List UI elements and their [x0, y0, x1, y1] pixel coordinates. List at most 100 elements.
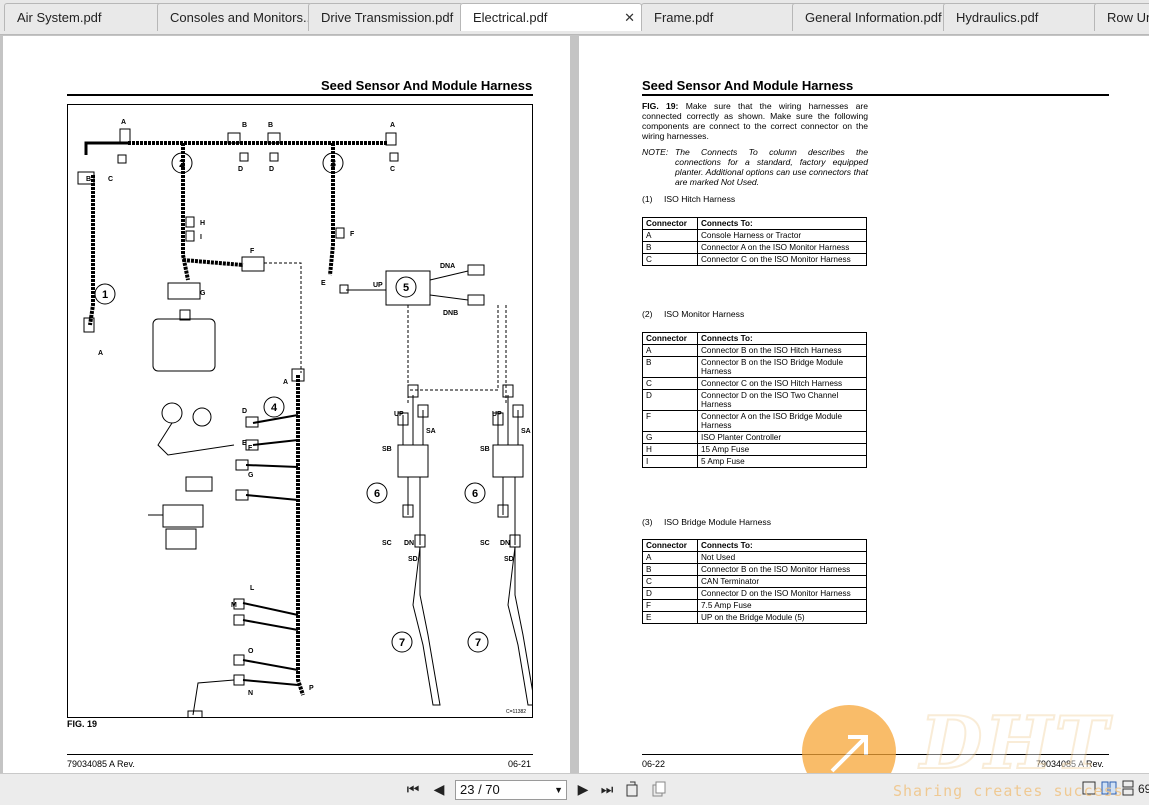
connector-letter: G: [248, 472, 254, 479]
document-viewer[interactable]: Seed Sensor And Module Harness: [0, 35, 1149, 773]
connects-to-cell: 7.5 Amp Fuse: [697, 599, 867, 612]
section-heading: (1)ISO Hitch Harness: [642, 194, 735, 204]
figure-label: FIG. 19: [67, 719, 98, 729]
connector-letter: B: [268, 122, 273, 129]
connector-letter: M: [231, 602, 237, 609]
figure-code: C=11382: [506, 709, 526, 715]
section-number: (3): [642, 517, 653, 527]
watermark-logo: DHT: [919, 699, 1111, 786]
callout-7: 7: [399, 637, 405, 649]
connector-letter: SA: [426, 428, 436, 435]
connects-to-cell: Console Harness or Tractor: [697, 229, 867, 242]
harness-illustration: 1 2 3 4 5 6 6 7 7 A B C A B D B: [77, 119, 532, 717]
callout-1: 1: [102, 289, 108, 301]
connects-to-cell: Connector C on the ISO Monitor Harness: [697, 253, 867, 266]
connector-letter: UP: [492, 411, 502, 418]
section-name: ISO Monitor Harness: [664, 309, 745, 319]
callout-2: 2: [179, 158, 185, 170]
pdf-page-right: Seed Sensor And Module Harness FIG. 19: …: [579, 36, 1149, 773]
connector-cell: C: [642, 575, 698, 588]
tab-label: Consoles and Monitors...: [170, 10, 312, 25]
page-number-value: 23 / 70: [460, 782, 500, 797]
tab-consoles-and-monitors[interactable]: Consoles and Monitors...: [157, 3, 312, 31]
connects-to-cell: 5 Amp Fuse: [697, 455, 867, 468]
callout-5: 5: [403, 282, 409, 294]
connector-letter: DNA: [440, 263, 455, 270]
connector-letter: F: [248, 445, 253, 452]
tab-electrical[interactable]: Electrical.pdf ✕: [460, 3, 642, 31]
connector-letter: E: [242, 440, 247, 447]
tab-frame[interactable]: Frame.pdf: [641, 3, 801, 31]
header-cell: Connects To:: [697, 539, 867, 552]
rotate-icon[interactable]: [624, 780, 642, 802]
connector-letter: SC: [382, 540, 392, 547]
continuous-view-icon[interactable]: [1119, 780, 1137, 800]
section-name: ISO Bridge Module Harness: [664, 517, 771, 527]
connector-cell: F: [642, 410, 698, 432]
tab-bar: Air System.pdf Consoles and Monitors... …: [0, 0, 1149, 35]
connects-to-cell: Connector A on the ISO Bridge Module Har…: [697, 410, 867, 432]
footer-page-number: 06-22: [642, 759, 666, 769]
first-page-icon[interactable]: ⏮: [406, 781, 420, 797]
tab-drive-transmission[interactable]: Drive Transmission.pdf: [308, 3, 463, 31]
next-page-icon[interactable]: ▶: [577, 781, 589, 797]
page-number-select[interactable]: 23 / 70 ▼: [455, 780, 567, 800]
section-number: (2): [642, 309, 653, 319]
pages-icon[interactable]: [650, 780, 668, 802]
tab-label: Hydraulics.pdf: [956, 10, 1039, 25]
pdf-page-left: Seed Sensor And Module Harness: [3, 36, 570, 773]
connector-letter: SA: [521, 428, 531, 435]
tab-label: Frame.pdf: [654, 10, 714, 25]
connector-letter: O: [248, 648, 254, 655]
tab-label: Drive Transmission.pdf: [321, 10, 454, 25]
connects-to-cell: CAN Terminator: [697, 575, 867, 588]
connects-to-cell: Connector B on the ISO Hitch Harness: [697, 344, 867, 357]
connects-to-cell: Connector B on the ISO Monitor Harness: [697, 563, 867, 576]
note-text: The Connects To column describes the con…: [675, 147, 868, 187]
zoom-level[interactable]: 69: [1138, 782, 1149, 796]
tab-row-units[interactable]: Row Un: [1094, 3, 1149, 31]
callout-7: 7: [475, 637, 481, 649]
connector-letter: A: [98, 350, 103, 357]
previous-page-icon[interactable]: ◀: [433, 781, 445, 797]
footer-doc-number: 79034085 A Rev.: [67, 759, 135, 769]
connects-to-cell: ISO Planter Controller: [697, 431, 867, 444]
connector-letter: L: [250, 585, 255, 592]
note-block: NOTE: The Connects To column describes t…: [642, 147, 868, 187]
connects-to-cell: UP on the Bridge Module (5): [697, 611, 867, 624]
last-page-icon[interactable]: ⏭: [600, 781, 614, 797]
tab-hydraulics[interactable]: Hydraulics.pdf: [943, 3, 1098, 31]
single-page-view-icon[interactable]: [1080, 780, 1098, 800]
header-cell: Connects To:: [697, 217, 867, 230]
connector-letter: DN: [500, 540, 510, 547]
connector-letter: F: [350, 231, 355, 238]
tab-general-information[interactable]: General Information.pdf: [792, 3, 947, 31]
connects-to-cell: Connector D on the ISO Two Channel Harne…: [697, 389, 867, 411]
connector-letter: F: [250, 248, 255, 255]
connector-letter: H: [200, 220, 205, 227]
callout-6: 6: [374, 488, 380, 500]
callout-3: 3: [330, 158, 336, 170]
connector-letter: UP: [373, 282, 383, 289]
tab-air-system[interactable]: Air System.pdf: [4, 3, 164, 31]
figure-description: FIG. 19: Make sure that the wiring harne…: [642, 101, 868, 141]
tab-label: General Information.pdf: [805, 10, 942, 25]
tab-label: Electrical.pdf: [473, 10, 548, 25]
connects-to-cell: Not Used: [697, 551, 867, 564]
close-tab-icon[interactable]: ✕: [624, 10, 635, 25]
header-cell: Connector: [642, 539, 698, 552]
connector-letter: D: [269, 166, 274, 173]
connector-letter: D: [238, 166, 243, 173]
connects-to-cell: 15 Amp Fuse: [697, 443, 867, 456]
two-page-view-icon[interactable]: [1100, 780, 1118, 800]
section-heading: (2) ISO Monitor Harness: [642, 309, 744, 319]
chevron-down-icon: ▼: [554, 785, 563, 795]
connector-letter: D: [242, 408, 247, 415]
